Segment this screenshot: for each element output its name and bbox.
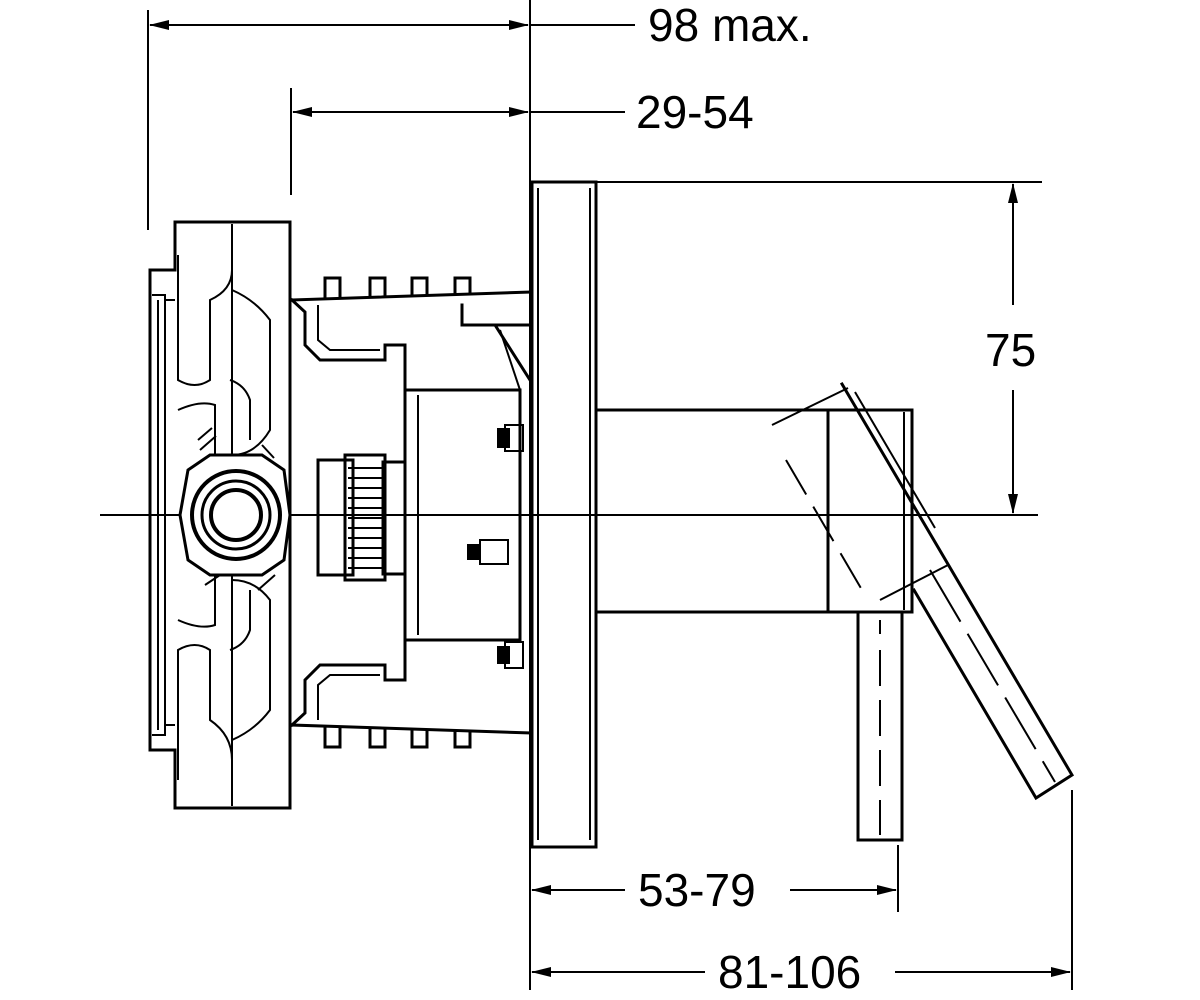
wall-box-body bbox=[148, 220, 292, 810]
wall-box-range-label: 29-54 bbox=[636, 86, 754, 138]
handle-body bbox=[594, 408, 914, 614]
cartridge-extension bbox=[289, 276, 533, 749]
dimension-wall-box-range: 29-54 bbox=[290, 86, 754, 195]
dimension-overall-depth: 98 max. bbox=[147, 0, 812, 990]
overall-depth-label: 98 max. bbox=[648, 0, 812, 51]
lever-closed bbox=[856, 610, 904, 842]
lever-reach-label: 53-79 bbox=[638, 864, 756, 916]
rosette-height-label: 75 bbox=[985, 324, 1036, 376]
dimension-lever-tip-reach: 81-106 bbox=[531, 790, 1073, 998]
dimension-lever-reach: 53-79 bbox=[531, 845, 899, 916]
lever-tip-reach-label: 81-106 bbox=[718, 946, 861, 998]
lever-open bbox=[771, 381, 1075, 801]
